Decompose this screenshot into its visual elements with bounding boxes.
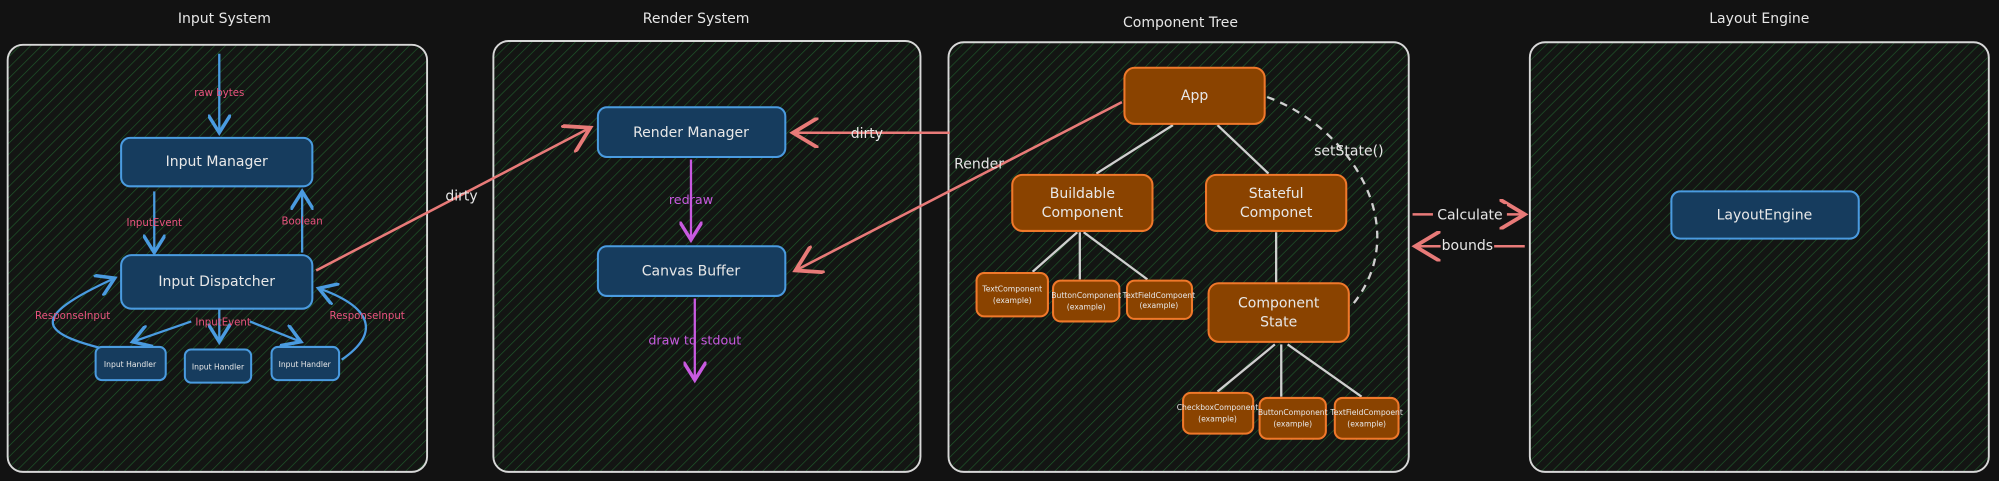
stateful-component-node[interactable]: Stateful Componet: [1205, 173, 1348, 232]
panel-component-tree: Component Tree: [947, 15, 1410, 473]
svg-text:App: App: [1181, 88, 1208, 104]
text-component-node[interactable]: TextComponent (example): [975, 271, 1049, 318]
svg-text:Render Manager: Render Manager: [633, 125, 749, 141]
svg-text:(example): (example): [1273, 420, 1312, 429]
svg-text:Input Handler: Input Handler: [279, 360, 332, 369]
app-node[interactable]: App: [1123, 66, 1266, 125]
dispatch-arrow-left: [133, 320, 192, 341]
raw-bytes-label: raw bytes: [194, 88, 244, 99]
edge: [1082, 231, 1149, 281]
svg-text:LayoutEngine: LayoutEngine: [1717, 208, 1813, 224]
draw-to-stdout-label: draw to stdout: [648, 333, 741, 348]
checkbox-component-node[interactable]: CheckboxComponent (example): [1177, 391, 1259, 435]
edge: [1216, 124, 1270, 175]
response-label-left: ResponseInput: [35, 311, 110, 322]
svg-text:ButtonComponent: ButtonComponent: [1051, 291, 1121, 300]
panel-title: Component Tree: [1123, 15, 1238, 31]
svg-text:Component: Component: [1238, 296, 1320, 312]
render-arrow: [796, 101, 1123, 270]
edge: [1286, 343, 1363, 398]
dirty-input-arrow: [315, 128, 590, 272]
redraw-label: redraw: [669, 193, 713, 208]
panel-render-system: Render System: [492, 11, 922, 473]
svg-text:ButtonComponent: ButtonComponent: [1258, 408, 1328, 417]
panel-title: Render System: [643, 11, 750, 27]
panel-layout-engine: Layout Engine: [1528, 11, 1990, 473]
input-handler-node[interactable]: Input Handler: [183, 348, 253, 384]
bounds-label: bounds: [1442, 238, 1493, 254]
svg-text:(example): (example): [1198, 415, 1237, 424]
svg-text:TextFieldCompoent: TextFieldCompoent: [1122, 291, 1195, 300]
svg-text:Input Manager: Input Manager: [166, 154, 268, 170]
set-state-edge: [1266, 95, 1379, 307]
input-dispatcher-node[interactable]: Input Dispatcher: [120, 254, 314, 310]
button-component-node[interactable]: ButtonComponent (example): [1051, 279, 1121, 323]
input-manager-node[interactable]: Input Manager: [120, 136, 314, 188]
canvas-buffer-node[interactable]: Canvas Buffer: [596, 245, 787, 297]
svg-text:Canvas Buffer: Canvas Buffer: [642, 264, 741, 280]
component-state-node[interactable]: Component State: [1207, 282, 1350, 343]
panel-title: Input System: [178, 11, 271, 27]
textfield-component-node[interactable]: TextFieldCompoent (example): [1122, 279, 1195, 320]
button-component-node[interactable]: ButtonComponent (example): [1258, 396, 1328, 440]
boolean-label: Boolean: [282, 217, 323, 228]
response-arrow-right: [319, 288, 368, 361]
input-event-handlers-label: InputEvent: [195, 317, 251, 328]
input-handler-node[interactable]: Input Handler: [94, 345, 167, 382]
svg-text:(example): (example): [1067, 302, 1106, 311]
dirty-input-label: dirty: [445, 188, 477, 204]
input-handler-node[interactable]: Input Handler: [270, 345, 341, 382]
svg-text:Input Dispatcher: Input Dispatcher: [158, 274, 275, 290]
svg-text:CheckboxComponent: CheckboxComponent: [1177, 403, 1259, 412]
svg-text:Input Handler: Input Handler: [104, 360, 157, 369]
svg-text:Component: Component: [1042, 205, 1124, 221]
calculate-label: Calculate: [1437, 207, 1502, 223]
edge: [1031, 231, 1079, 273]
svg-text:(example): (example): [1139, 301, 1178, 310]
svg-text:(example): (example): [1347, 420, 1386, 429]
svg-text:Componet: Componet: [1240, 205, 1313, 221]
svg-text:(example): (example): [993, 296, 1032, 305]
panel-title: Layout Engine: [1709, 11, 1809, 27]
response-arrow-left: [51, 278, 118, 354]
svg-text:Stateful: Stateful: [1249, 186, 1304, 202]
buildable-component-node[interactable]: Buildable Component: [1011, 173, 1154, 232]
textfield-component-node[interactable]: TextFieldCompoent (example): [1329, 396, 1403, 440]
render-label: Render: [954, 156, 1004, 172]
panel-input-system: Input System: [6, 11, 429, 473]
svg-text:Buildable: Buildable: [1050, 186, 1115, 202]
layout-engine-node[interactable]: LayoutEngine: [1670, 190, 1860, 240]
svg-text:TextComponent: TextComponent: [981, 285, 1042, 294]
render-manager-node[interactable]: Render Manager: [596, 106, 787, 159]
dispatch-arrow-right: [249, 320, 301, 341]
svg-text:TextFieldCompoent: TextFieldCompoent: [1329, 408, 1402, 417]
edge: [1095, 124, 1174, 175]
input-event-label: InputEvent: [126, 218, 182, 229]
response-label-right: ResponseInput: [330, 311, 405, 322]
edge: [1216, 343, 1276, 393]
svg-text:State: State: [1260, 315, 1297, 331]
dirty-tree-label: dirty: [851, 126, 883, 142]
set-state-label: setState(): [1314, 144, 1383, 160]
svg-text:Input Handler: Input Handler: [192, 362, 245, 371]
